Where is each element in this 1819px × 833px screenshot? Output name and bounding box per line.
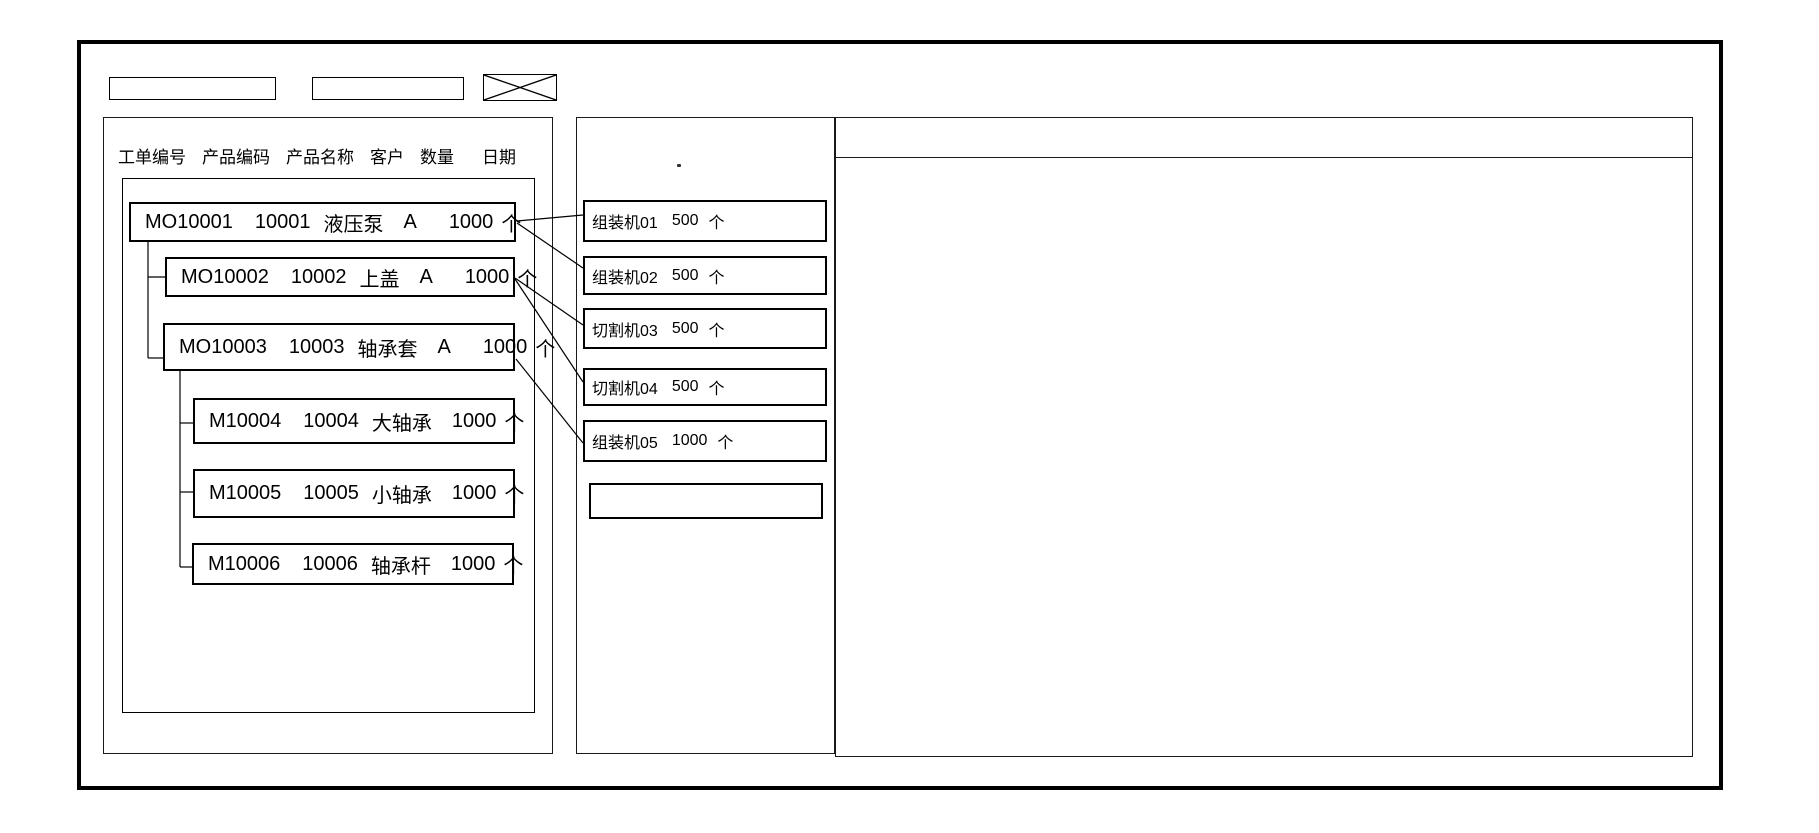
machine-quantity: 1000: [671, 432, 708, 449]
product-name: 轴承杆: [370, 555, 431, 578]
machine-quantity: 500: [671, 212, 699, 229]
product-code: 10006: [302, 552, 358, 575]
machine-quantity: 500: [671, 378, 699, 395]
order-node-m10005[interactable]: M10005 10005 小轴承 1000 个: [193, 469, 524, 518]
machine-quantity: 500: [671, 319, 699, 337]
machine-slot-qiegeji03[interactable]: 切割机03 500 个: [583, 308, 827, 349]
quantity: 1000: [448, 210, 494, 233]
unit: 个: [717, 435, 734, 452]
quantity: 1000: [451, 482, 497, 504]
col-header-date: 日期: [482, 147, 516, 167]
machine-name: 切割机03: [592, 322, 658, 340]
machine-name: 组装机02: [592, 269, 658, 287]
machine-slot-zhuangji02[interactable]: 组装机02 500 个: [583, 256, 827, 295]
quantity: 1000: [450, 552, 496, 575]
machine-slot-zhuangji01[interactable]: 组装机01 500 个: [583, 200, 827, 242]
product-name: 上盖: [359, 268, 400, 291]
order-node-m10004[interactable]: M10004 10004 大轴承 1000 个: [193, 398, 524, 444]
product-code: 10002: [290, 265, 347, 288]
order-no: MO10002: [181, 265, 269, 288]
order-no: M10006: [208, 552, 281, 575]
order-no: M10004: [209, 409, 282, 432]
product-name: 液压泵: [323, 213, 384, 236]
order-node-m10006[interactable]: M10006 10006 轴承杆 1000 个: [192, 543, 523, 585]
unit: 个: [504, 412, 525, 435]
unit: 个: [501, 213, 522, 236]
col-header-order-no: 工单编号: [118, 147, 186, 167]
schedule-panel: [835, 117, 1693, 757]
product-code: 10003: [288, 335, 345, 358]
machine-slot-empty[interactable]: [589, 483, 823, 519]
x-icon: [484, 75, 556, 100]
schedule-header-divider: [835, 157, 1693, 158]
product-name: 大轴承: [371, 412, 432, 435]
toolbar-input-1[interactable]: [109, 77, 276, 100]
product-code: 10004: [303, 409, 359, 432]
order-node-mo10002[interactable]: MO10002 10002 上盖 A 1000 个: [165, 257, 537, 297]
product-code: 10001: [254, 210, 311, 233]
order-no: MO10001: [145, 210, 233, 233]
customer: A: [419, 265, 433, 288]
col-header-product-name: 产品名称: [286, 147, 354, 167]
order-no: MO10003: [179, 335, 267, 358]
unit: 个: [517, 268, 538, 291]
col-header-product-code: 产品编码: [202, 147, 270, 167]
machine-name: 切割机04: [592, 381, 658, 398]
unit: 个: [503, 555, 524, 578]
order-node-mo10001[interactable]: MO10001 10001 液压泵 A 1000 个: [129, 202, 521, 242]
customer: A: [403, 210, 417, 233]
col-header-customer: 客户: [370, 147, 404, 167]
close-button[interactable]: [483, 74, 557, 101]
machine-name: 组装机01: [592, 215, 658, 232]
machine-quantity: 500: [671, 266, 699, 284]
unit: 个: [504, 485, 525, 507]
order-no: M10005: [209, 482, 282, 504]
product-name: 轴承套: [357, 338, 418, 361]
column-header-row: 工单编号 产品编码 产品名称 客户 数量 日期: [118, 142, 516, 168]
product-code: 10005: [303, 482, 359, 504]
unit: 个: [708, 269, 725, 287]
machine-name: 组装机05: [592, 435, 658, 452]
product-name: 小轴承: [371, 485, 432, 507]
unit: 个: [708, 322, 725, 340]
customer: A: [437, 335, 451, 358]
col-header-quantity: 数量: [420, 147, 454, 167]
machine-slot-zhuangji05[interactable]: 组装机05 1000 个: [583, 420, 827, 462]
quantity: 1000: [482, 335, 528, 358]
unit: 个: [535, 338, 556, 361]
quantity: 1000: [464, 265, 510, 288]
stray-dot-mark: [677, 164, 681, 167]
unit: 个: [708, 381, 725, 398]
quantity: 1000: [451, 409, 497, 432]
unit: 个: [708, 215, 725, 232]
order-node-mo10003[interactable]: MO10003 10003 轴承套 A 1000 个: [163, 323, 555, 371]
machine-slot-qiegeji04[interactable]: 切割机04 500 个: [583, 368, 827, 406]
toolbar-input-2[interactable]: [312, 77, 464, 100]
